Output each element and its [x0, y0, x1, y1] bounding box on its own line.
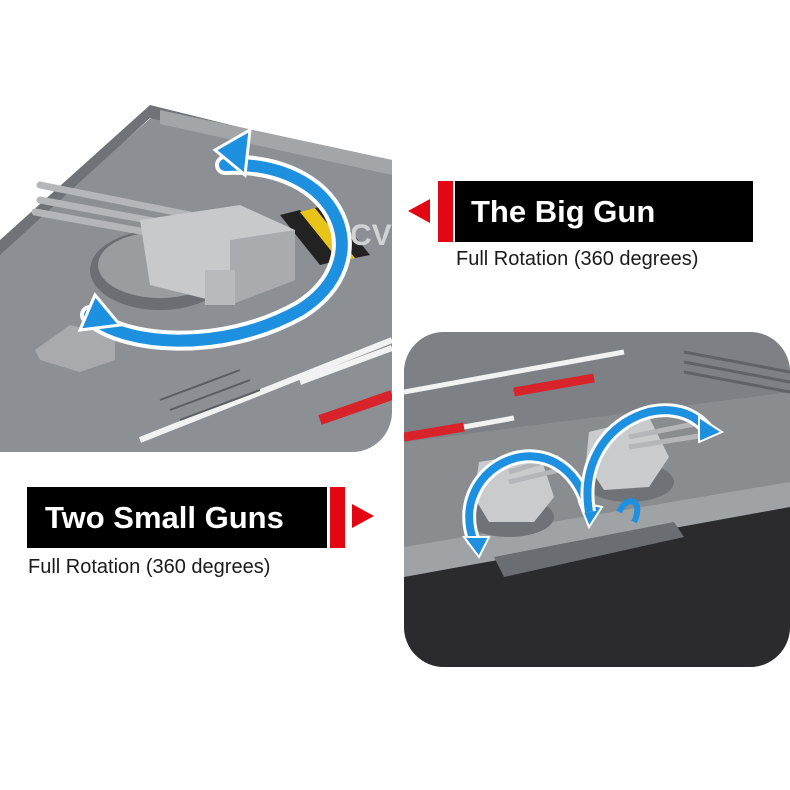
big-gun-photo: CV	[0, 0, 392, 452]
pointer-left-icon	[408, 199, 430, 223]
big-gun-illustration: CV	[0, 105, 392, 452]
accent-stripe	[438, 181, 453, 242]
red-deck-stripe	[404, 422, 465, 442]
accent-stripe	[330, 487, 345, 548]
small-guns-caption: Full Rotation (360 degrees)	[28, 556, 271, 578]
small-guns-title: Two Small Guns	[27, 487, 327, 548]
small-mount	[35, 325, 115, 372]
rotation-arrow-icon	[84, 158, 348, 347]
small-guns-title-text: Two Small Guns	[45, 499, 284, 535]
rotation-arrow-icon	[465, 452, 593, 544]
small-guns-photo	[404, 332, 790, 667]
deck-marking: CV	[350, 219, 392, 252]
pointer-right-icon	[352, 504, 374, 528]
big-gun-title: The Big Gun	[455, 181, 753, 242]
red-deck-stripe	[318, 390, 392, 425]
ship-hull	[404, 497, 790, 667]
small-guns-illustration	[404, 332, 790, 667]
big-gun-title-text: The Big Gun	[471, 193, 656, 229]
big-gun-caption: Full Rotation (360 degrees)	[456, 248, 699, 270]
rotation-arrow-icon	[583, 406, 713, 513]
